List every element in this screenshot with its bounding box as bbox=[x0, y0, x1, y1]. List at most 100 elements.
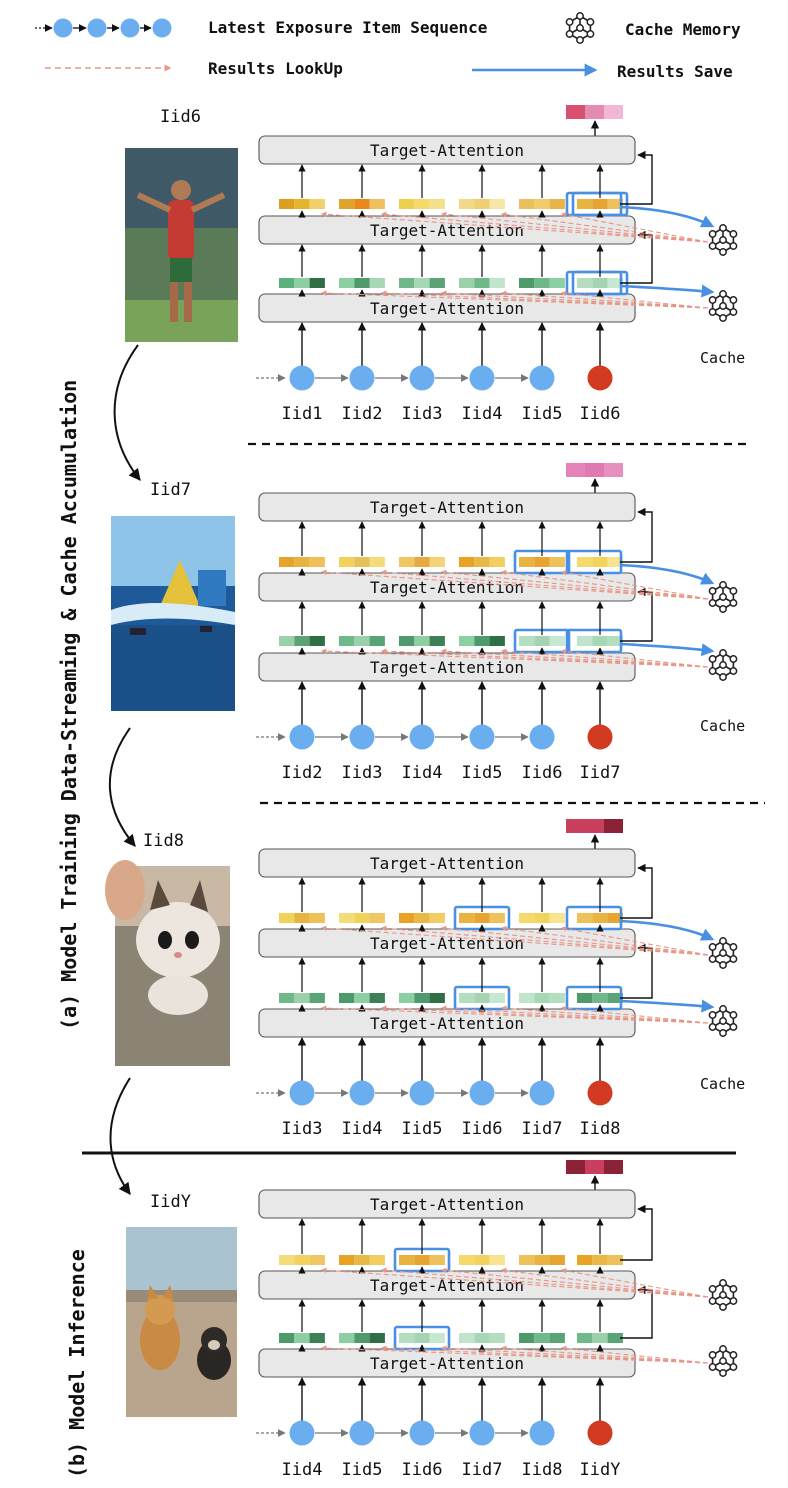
lookup-arrow bbox=[560, 212, 709, 243]
dogs-on-beach-photo bbox=[126, 1227, 237, 1417]
output-embedding-cell bbox=[604, 463, 623, 477]
lookup-arrow bbox=[500, 925, 709, 956]
lookup-arrow bbox=[560, 570, 709, 600]
upper-embedding-cell bbox=[279, 1255, 295, 1265]
history-item-node bbox=[469, 365, 495, 391]
lower-embedding-cell bbox=[607, 636, 623, 646]
history-item-node bbox=[289, 365, 315, 391]
lower-embedding-cell bbox=[399, 993, 415, 1003]
upper-embedding-cell bbox=[459, 913, 475, 923]
lookup-arrow bbox=[560, 1268, 709, 1298]
upper-embedding-cell bbox=[489, 557, 505, 567]
history-item-node bbox=[409, 365, 435, 391]
upper-embedding-cell bbox=[534, 1255, 550, 1265]
lower-embedding-cell bbox=[294, 636, 310, 646]
upper-embedding-cell bbox=[519, 913, 535, 923]
output-embedding-cell bbox=[566, 1160, 585, 1174]
lower-embedding-cell bbox=[339, 278, 355, 288]
sequence-item-label: Iid3 bbox=[282, 1119, 323, 1139]
lookup-arrow bbox=[560, 1005, 709, 1024]
lower-embedding-cell bbox=[489, 1333, 505, 1343]
transition-arrow-1 bbox=[113, 344, 141, 481]
query-feedback-arrow bbox=[620, 230, 653, 284]
lower-embedding-cell bbox=[474, 278, 490, 288]
target-attention-block bbox=[258, 293, 636, 323]
inference-side-label: (b) Model Inference bbox=[65, 1249, 89, 1478]
upper-embedding-cell bbox=[309, 1255, 325, 1265]
lower-embedding-cell bbox=[369, 1333, 385, 1343]
output-embedding-cell bbox=[585, 105, 604, 119]
legend-cache-label: Cache Memory bbox=[625, 20, 741, 39]
target-attention-label: Target-Attention bbox=[370, 1014, 524, 1033]
lower-embedding-cell bbox=[354, 278, 370, 288]
lower-embedding-cell bbox=[592, 993, 608, 1003]
lookup-arrow bbox=[380, 1345, 709, 1364]
cache-memory-icon bbox=[708, 224, 738, 256]
lower-embedding-cell bbox=[592, 636, 608, 646]
upper-embedding-cell bbox=[592, 557, 608, 567]
history-item-node bbox=[409, 724, 435, 750]
cache-caption: Cache bbox=[700, 717, 745, 735]
lower-embedding-cell bbox=[607, 1333, 623, 1343]
panel-3-target-label: Iid8 bbox=[143, 831, 184, 851]
upper-embedding-cell bbox=[354, 1255, 370, 1265]
cache-caption: Cache bbox=[700, 1075, 745, 1093]
sequence-item-label: Iid5 bbox=[342, 1460, 383, 1480]
target-attention-label: Target-Attention bbox=[370, 221, 524, 240]
water-park-photo bbox=[111, 516, 235, 711]
lower-embedding-cell bbox=[519, 1333, 535, 1343]
upper-embedding-cell bbox=[279, 199, 295, 209]
lower-embedding-cell bbox=[369, 993, 385, 1003]
sequence-item-label: Iid8 bbox=[522, 1460, 563, 1480]
lower-embedding-cell bbox=[489, 636, 505, 646]
panel-4-target-label: IidY bbox=[150, 1192, 191, 1212]
lower-embedding-cell bbox=[592, 1333, 608, 1343]
upper-embedding-cell bbox=[607, 913, 623, 923]
target-attention-block bbox=[258, 135, 636, 165]
lower-embedding-cell bbox=[399, 1333, 415, 1343]
upper-embedding-cell bbox=[577, 199, 593, 209]
target-attention-block bbox=[258, 215, 636, 245]
lookup-arrow bbox=[500, 1267, 709, 1298]
save-arrow bbox=[619, 919, 715, 941]
upper-embedding-cell bbox=[429, 1255, 445, 1265]
target-item-node bbox=[587, 724, 613, 750]
panel-2: Target-AttentionTarget-AttentionTarget-A… bbox=[256, 463, 745, 783]
lower-embedding-cell bbox=[414, 278, 430, 288]
upper-embedding-cell bbox=[474, 1255, 490, 1265]
sequence-item-label: Iid4 bbox=[342, 1119, 383, 1139]
upper-embedding-cell bbox=[414, 1255, 430, 1265]
lookup-arrow bbox=[440, 290, 709, 309]
sequence-item-label: Iid7 bbox=[580, 763, 621, 783]
target-attention-block bbox=[258, 572, 636, 602]
panel-2-target-label: Iid7 bbox=[150, 480, 191, 500]
upper-embedding-cell bbox=[369, 199, 385, 209]
lower-embedding-cell bbox=[309, 636, 325, 646]
target-attention-block bbox=[258, 492, 636, 522]
lower-embedding-cell bbox=[577, 636, 593, 646]
upper-embedding-cell bbox=[592, 1255, 608, 1265]
lookup-arrow bbox=[380, 648, 709, 668]
lower-embedding-cell bbox=[519, 278, 535, 288]
lower-embedding-cell bbox=[459, 993, 475, 1003]
upper-embedding-cell bbox=[339, 557, 355, 567]
target-attention-label: Target-Attention bbox=[370, 498, 524, 517]
target-attention-label: Target-Attention bbox=[370, 658, 524, 677]
lower-embedding-cell bbox=[339, 636, 355, 646]
upper-embedding-cell bbox=[414, 557, 430, 567]
lower-embedding-cell bbox=[534, 278, 550, 288]
lower-embedding-cell bbox=[607, 993, 623, 1003]
target-attention-block bbox=[258, 848, 636, 878]
panels: Target-AttentionTarget-AttentionTarget-A… bbox=[256, 105, 745, 1480]
panel-3: Target-AttentionTarget-AttentionTarget-A… bbox=[256, 819, 745, 1139]
upper-embedding-cell bbox=[489, 913, 505, 923]
history-item-node bbox=[409, 1080, 435, 1106]
lower-embedding-cell bbox=[577, 993, 593, 1003]
training-side-label: (a) Model Training Data-Streaming & Cach… bbox=[57, 380, 81, 1030]
upper-embedding-cell bbox=[354, 913, 370, 923]
upper-embedding-cell bbox=[549, 1255, 565, 1265]
target-attention-label: Target-Attention bbox=[370, 1195, 524, 1214]
lookup-arrow bbox=[320, 211, 709, 243]
upper-embedding-cell bbox=[399, 199, 415, 209]
